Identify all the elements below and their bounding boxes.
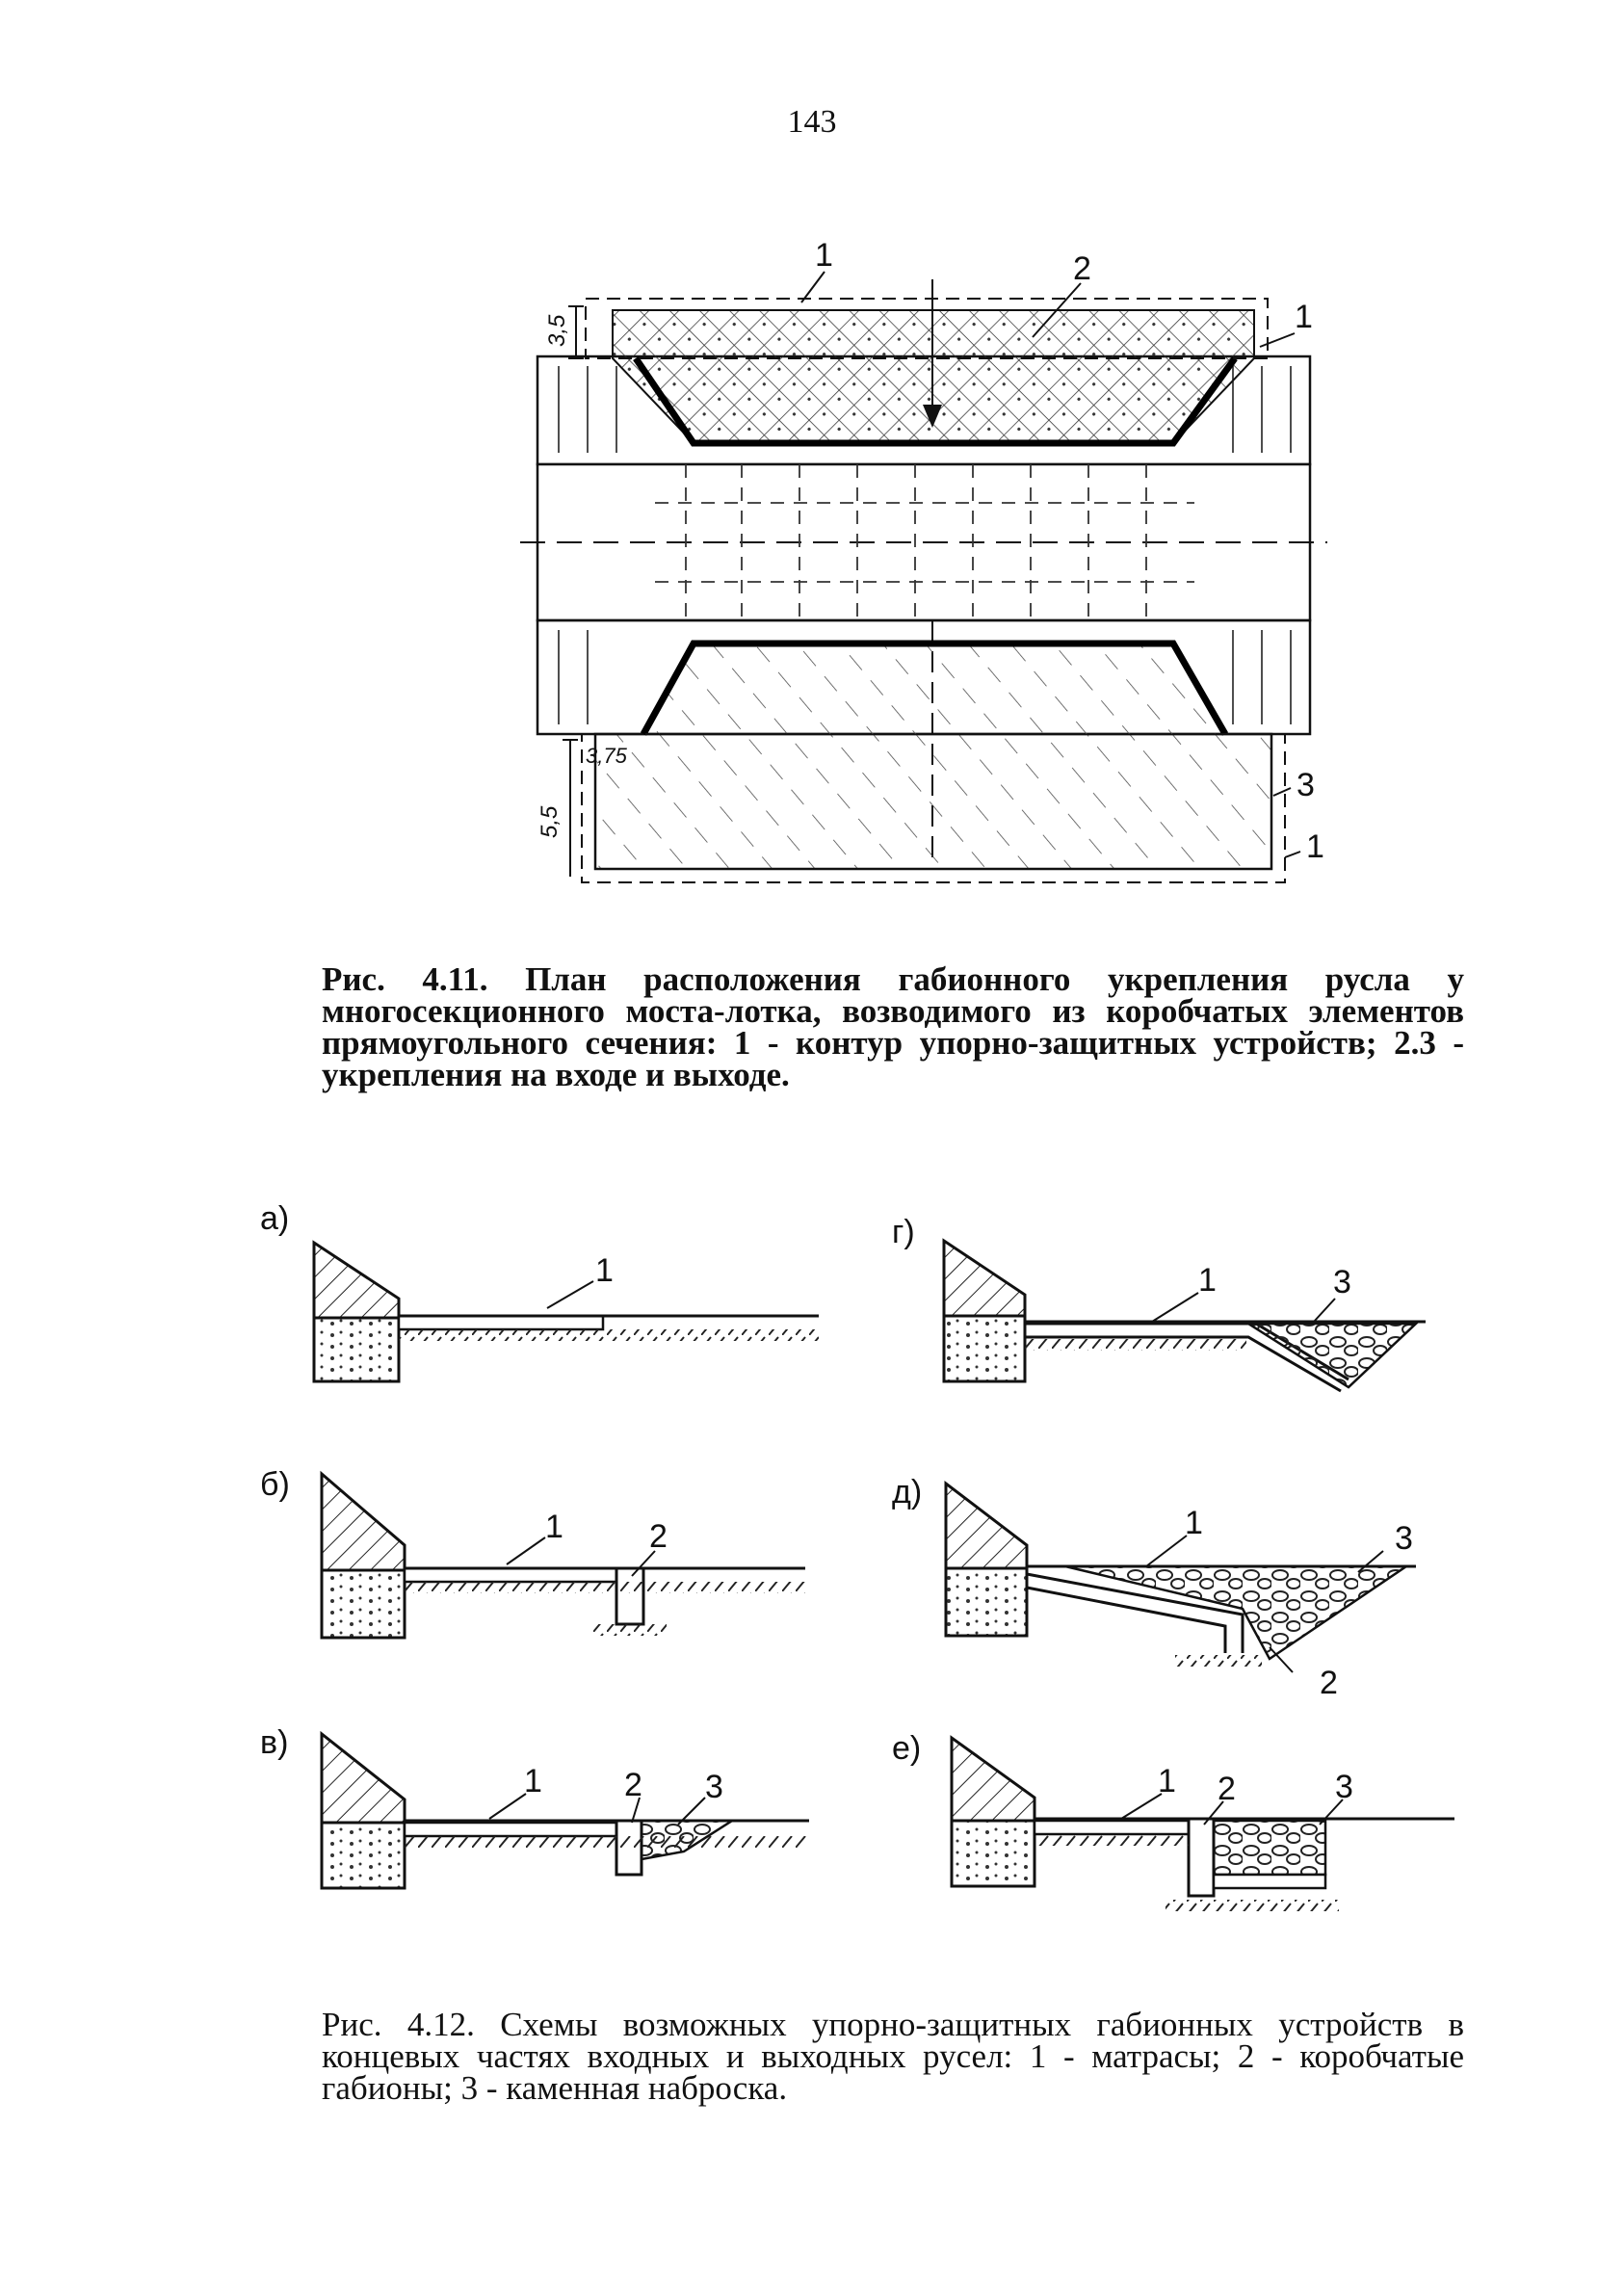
panel-d: д) 1 3 2	[892, 1474, 1416, 1701]
outlet-contour	[640, 640, 1229, 736]
panel-g-letter: г)	[892, 1214, 915, 1250]
panel-g-label-1: 1	[1198, 1262, 1217, 1299]
panel-d-label-1: 1	[1185, 1505, 1203, 1541]
panel-v-label-3: 3	[705, 1769, 723, 1805]
panel-b: б) 1 2	[260, 1466, 805, 1640]
panel-d-label-3: 3	[1395, 1520, 1413, 1557]
fig1-label-contour-right-bottom: 1	[1306, 828, 1324, 865]
mattress	[397, 1314, 605, 1331]
fig1-dim-bottom-large: 5,5	[537, 805, 563, 838]
contour-bottom-dashed	[581, 733, 1286, 883]
panel-v-label-1: 1	[524, 1763, 542, 1799]
page-number: 143	[787, 104, 837, 140]
panel-e-label-2: 2	[1218, 1771, 1236, 1807]
fig1-label-contour-right-top: 1	[1295, 299, 1313, 335]
panel-v-label-2: 2	[624, 1767, 642, 1803]
outlet-protection	[593, 732, 1273, 871]
fig1-label-inlet: 2	[1073, 250, 1091, 287]
panel-g-label-3: 3	[1333, 1264, 1351, 1300]
fig1-label-contour-top: 1	[815, 237, 833, 274]
figure-4-11-caption: Рис. 4.11. План расположения габионного …	[322, 960, 1464, 1093]
panel-v: в) 1 2 3	[260, 1724, 809, 1890]
panel-d-label-2: 2	[1320, 1665, 1338, 1701]
panel-e-label-1: 1	[1158, 1763, 1176, 1799]
figure-4-12-caption: Рис. 4.12. Схемы возможных упорно-защитн…	[322, 2006, 1464, 2107]
fig1-dim-bottom-small: 3,75	[586, 744, 628, 768]
panel-e-letter: е)	[892, 1730, 921, 1767]
panel-a-letter: а)	[260, 1200, 289, 1237]
panel-e-label-3: 3	[1335, 1769, 1353, 1805]
panel-a-label-1: 1	[595, 1252, 614, 1289]
panel-b-label-2: 2	[649, 1518, 668, 1555]
panel-v-letter: в)	[260, 1724, 288, 1761]
inlet-contour	[633, 355, 1238, 447]
panel-b-letter: б)	[260, 1466, 290, 1503]
fig1-dim-top: 3,5	[544, 314, 570, 347]
contour-top-dashed	[585, 298, 1269, 359]
panel-e: е) 1 2 3	[892, 1730, 1454, 1911]
fig1-label-outlet: 3	[1297, 767, 1315, 803]
flow-arrow	[923, 405, 942, 428]
figure-4-11-plan: 1 2 1 3 1 3,5 3,75 5,5	[520, 237, 1327, 883]
panel-d-letter: д)	[892, 1474, 922, 1510]
panel-b-label-1: 1	[545, 1509, 563, 1545]
panel-g: г) 1 3	[892, 1214, 1426, 1393]
panel-a: а) 1	[260, 1200, 819, 1383]
box-gabion	[615, 1566, 645, 1626]
bridge-sections	[655, 464, 1194, 620]
